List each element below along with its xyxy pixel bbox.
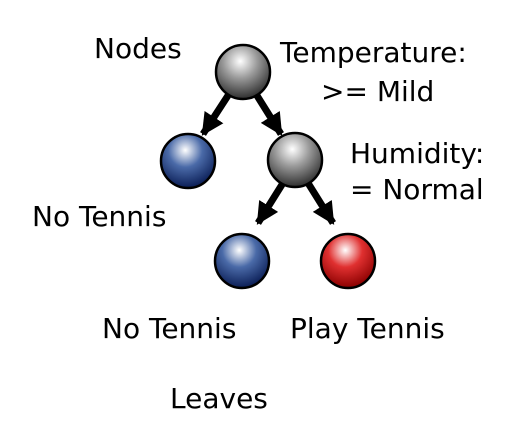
nodes-label: Nodes: [94, 32, 182, 65]
humidity-split-line2: = Normal: [350, 173, 484, 206]
no-tennis-leaf-mid: [213, 232, 271, 290]
humidity-decision-node: [266, 131, 324, 189]
root-split-line1: Temperature:: [279, 36, 467, 69]
play-tennis-leaf: [319, 232, 377, 290]
leaves-label: Leaves: [170, 382, 268, 415]
edge-humidity-to-mid-leaf: [255, 181, 286, 225]
edge-root-to-left-leaf: [200, 92, 232, 136]
root-split-line2: >= Mild: [321, 75, 434, 108]
root-decision-node: [214, 43, 272, 101]
humidity-split-line1: Humidity:: [350, 137, 484, 170]
no-tennis-leaf-left: [159, 132, 217, 190]
leaf-right-label: Play Tennis: [290, 312, 445, 345]
leaf-left-label: No Tennis: [32, 200, 166, 233]
edge-root-to-humidity-node: [253, 92, 284, 136]
edge-humidity-to-right-leaf: [305, 181, 336, 225]
leaf-mid-label: No Tennis: [102, 312, 236, 345]
